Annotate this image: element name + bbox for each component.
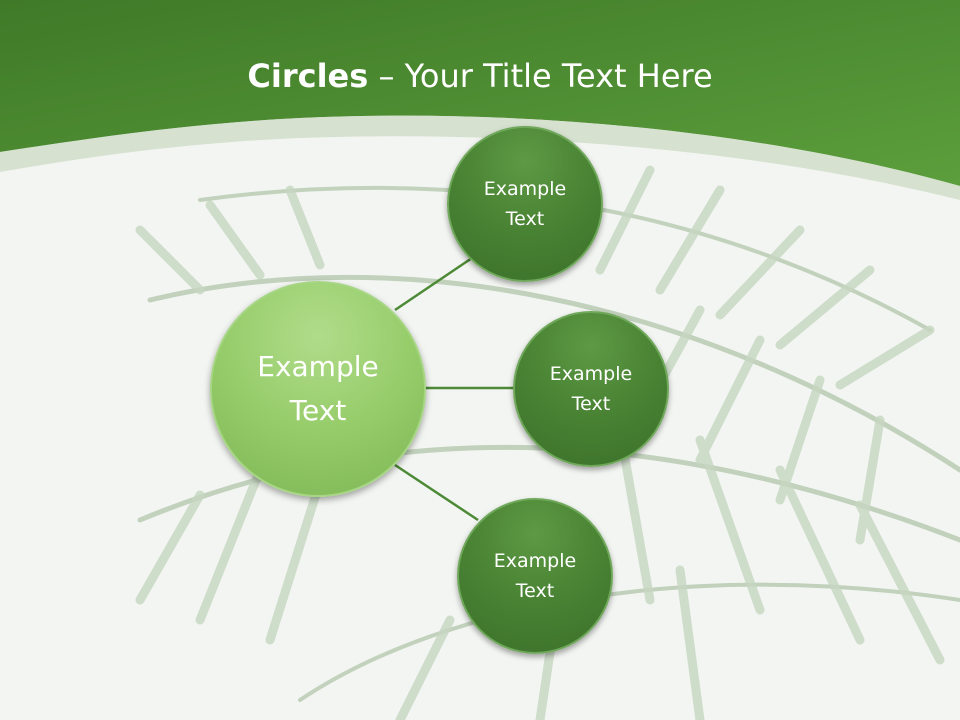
title-rest: – Your Title Text Here	[368, 57, 713, 95]
title-bold: Circles	[247, 57, 369, 95]
satellite-circle-top[interactable]: Example Text	[447, 126, 603, 282]
header-band	[0, 0, 960, 186]
header-highlight	[0, 115, 960, 200]
slide-title: Circles – Your Title Text Here	[0, 54, 960, 98]
satellite-label-top: Example Text	[483, 178, 567, 230]
connector-lines	[394, 256, 515, 522]
satellite-circle-bottom[interactable]: Example Text	[457, 498, 613, 654]
satellite-label-bottom: Example Text	[493, 550, 577, 602]
connector-line-bottom	[394, 463, 479, 522]
satellite-label-middle: Example Text	[549, 363, 633, 415]
connector-line-top	[394, 256, 473, 312]
center-circle[interactable]: Example Text	[210, 281, 426, 497]
satellite-circle-middle[interactable]: Example Text	[513, 311, 669, 467]
center-circle-label: Example Text	[257, 350, 379, 427]
palm-leaflets	[135, 165, 945, 720]
